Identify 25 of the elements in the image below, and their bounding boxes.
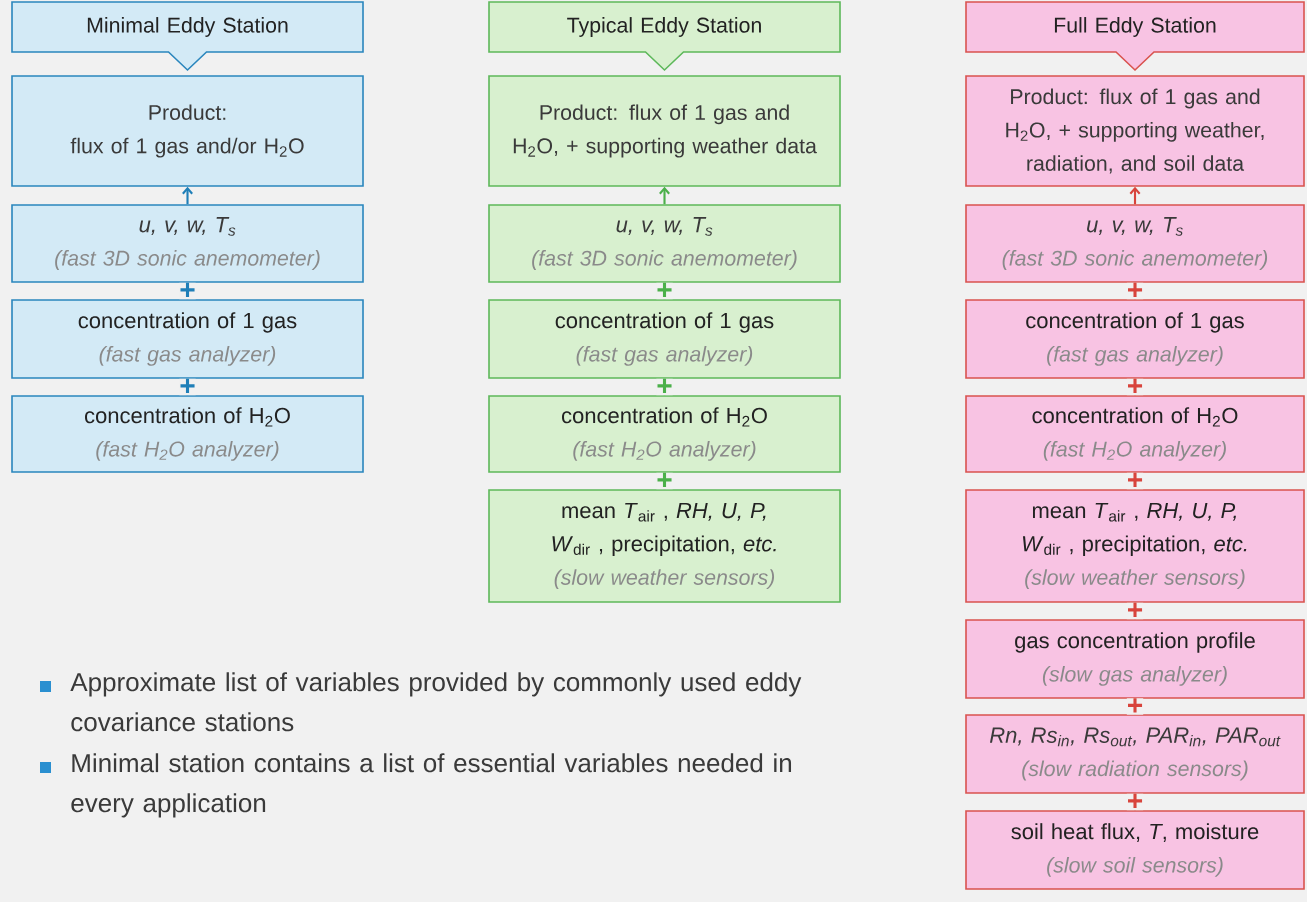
- product-box: Product: flux of 1 gas and/or H$_{2}$O: [11, 75, 364, 187]
- product-box: Product: flux of 1 gas and H$_{2}$O, + supporting weather, radiation, and soil data: [965, 75, 1305, 187]
- bullet-text: Minimal station contains a list of essential variables needed in every application: [71, 753, 791, 818]
- connector: [182, 186, 193, 205]
- sensor-box: mean T$_{air}$ , RH, U, P, W$_{dir}$ , precipitation, etc. (slow weather sensors): [965, 489, 1305, 603]
- sensor-box: gas concentration profile (slow gas analyzer): [965, 619, 1305, 699]
- header-callout: Minimal Eddy Station: [11, 1, 364, 72]
- sensor-box: u, v, w, T$_{s}$ (fast 3D sonic anemometer): [965, 204, 1305, 283]
- sensor-box: concentration of 1 gas (fast gas analyzer): [965, 299, 1305, 379]
- sensor-box: soil heat flux, T, moisture (slow soil sensors): [965, 810, 1305, 890]
- connector: [1129, 186, 1141, 205]
- sensor-box: u, v, w, T$_{s}$ (fast 3D sonic anemometer): [11, 204, 364, 283]
- sensor-box: concentration of H$_{2}$O (fast H$_{2}$O analyzer): [965, 395, 1305, 473]
- header-callout: Full Eddy Station: [965, 1, 1305, 72]
- sensor-box: concentration of H$_{2}$O (fast H$_{2}$O analyzer): [488, 395, 841, 473]
- sensor-box: u, v, w, T$_{s}$ (fast 3D sonic anemometer): [488, 204, 841, 283]
- bullet-text: Approximate list of variables provided by commonly used eddy covariance stations: [70, 672, 802, 732]
- sensor-box: Rn, Rs$_{in}$, Rs$_{out}$, PAR$_{in}$, PAR$_{out}$ (slow radiation sensors): [965, 714, 1305, 794]
- connector: [659, 186, 670, 205]
- product-box: Product: flux of 1 gas and H$_{2}$O, + supporting weather data: [488, 75, 841, 187]
- sensor-box: mean T$_{air}$ , RH, U, P, W$_{dir}$ , precipitation, etc. (slow weather sensors): [488, 489, 841, 603]
- header-callout: Typical Eddy Station: [488, 1, 841, 72]
- sensor-box: concentration of H$_{2}$O (fast H$_{2}$O analyzer): [11, 395, 364, 473]
- sensor-box: concentration of 1 gas (fast gas analyzer): [488, 299, 841, 379]
- sensor-box: concentration of 1 gas (fast gas analyzer): [11, 299, 364, 379]
